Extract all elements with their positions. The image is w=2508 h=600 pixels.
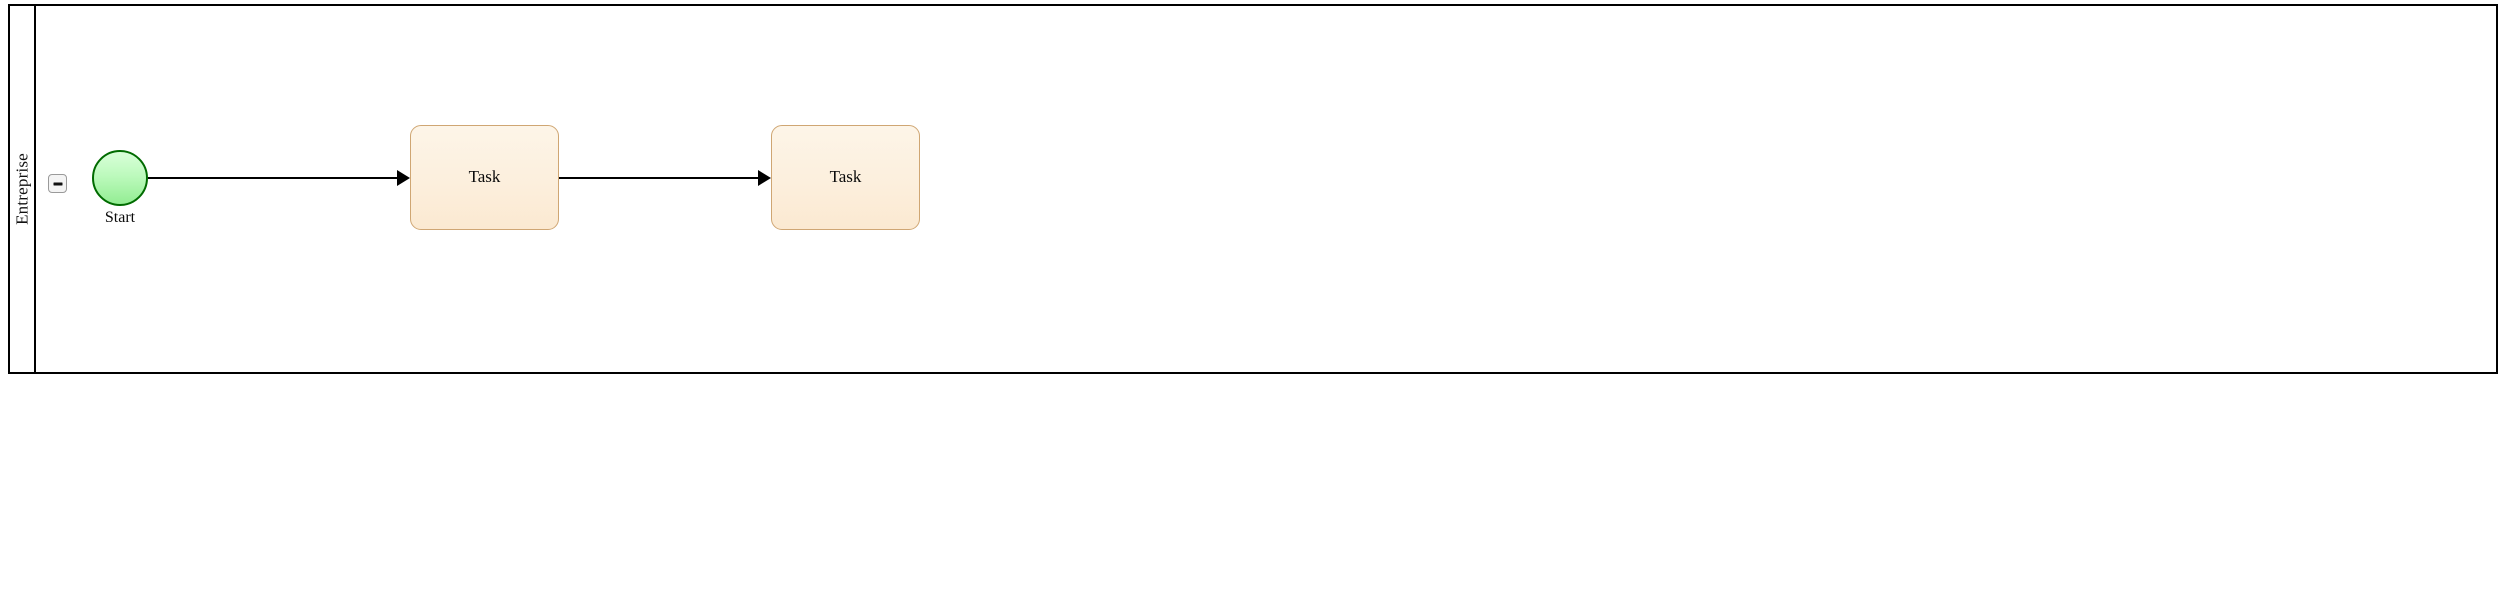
start-event-circle <box>92 150 148 206</box>
sequence-flow-2-arrowhead-icon <box>758 170 771 186</box>
sequence-flow-2-line[interactable] <box>559 176 765 180</box>
start-event-node[interactable] <box>92 150 148 206</box>
task-2-label: Task <box>829 167 862 187</box>
task-node-1[interactable]: Task <box>410 125 559 230</box>
pool-entreprise[interactable]: Entreprise Start Task Task <box>8 4 2498 374</box>
sequence-flow-1-line[interactable] <box>148 176 404 180</box>
sequence-flow-1-arrowhead-icon <box>397 170 410 186</box>
task-node-2[interactable]: Task <box>771 125 920 230</box>
task-1-label: Task <box>468 167 501 187</box>
minus-icon <box>53 182 62 185</box>
start-event-label: Start <box>104 209 136 226</box>
pool-title-label: Entreprise <box>12 153 32 225</box>
collapse-minus-button[interactable] <box>48 174 67 193</box>
pool-header-strip[interactable]: Entreprise <box>10 6 36 372</box>
lane-body: Start Task Task <box>36 6 2496 372</box>
